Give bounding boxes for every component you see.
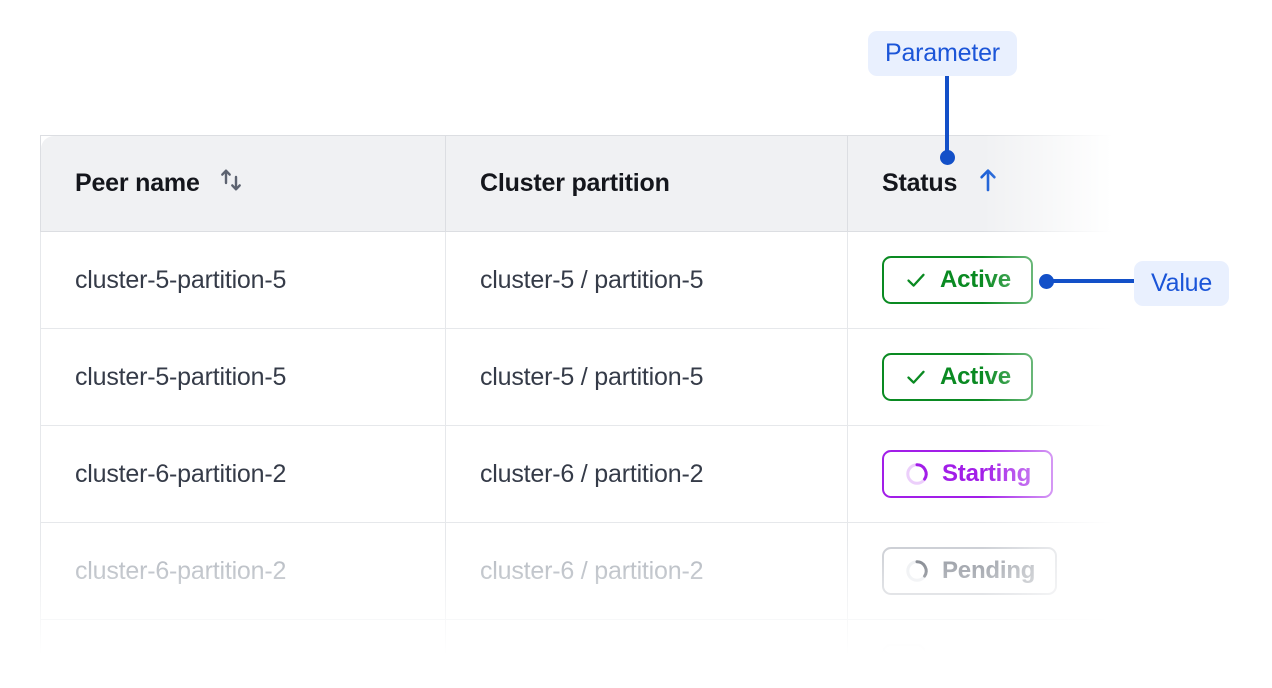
status-badge[interactable]: Active (882, 353, 1033, 401)
status-label: Active (940, 363, 1011, 390)
check-icon (904, 268, 928, 292)
cell-peer-name: cluster-6-partition-2 (40, 425, 446, 523)
cell-cluster-partition: cluster-6 / partition-2 (445, 425, 848, 523)
annotation-dot-parameter (940, 150, 955, 165)
column-header-cluster-partition[interactable]: Cluster partition (445, 135, 848, 232)
status-badge[interactable]: Pending (882, 547, 1058, 595)
cell-peer-name (40, 619, 446, 688)
cell-cluster-partition: cluster-6 / partition-2 (445, 522, 848, 620)
spinner-icon (904, 461, 930, 487)
column-header-peer-name[interactable]: Peer name (40, 135, 446, 232)
status-label: Starting (942, 460, 1032, 487)
sort-updown-icon[interactable] (216, 165, 246, 202)
table-row[interactable]: cluster-5-partition-5 cluster-5 / partit… (40, 231, 1192, 329)
cell-peer-name: cluster-5-partition-5 (40, 231, 446, 329)
annotation-connector-parameter (945, 72, 949, 157)
arrow-up-icon[interactable] (973, 165, 1003, 202)
status-label: Active (940, 266, 1011, 293)
status-badge[interactable]: Starting (882, 450, 1054, 498)
cell-cluster-partition: cluster-5 / partition-5 (445, 231, 848, 329)
cell-peer-name: cluster-5-partition-5 (40, 328, 446, 426)
cell-status: Active (847, 328, 1192, 426)
annotation-label-parameter: Parameter (868, 31, 1017, 76)
cell-cluster-partition (445, 619, 848, 688)
status-badge[interactable]: Active (882, 256, 1033, 304)
spinner-icon (904, 558, 930, 584)
column-header-label: Status (882, 169, 958, 197)
status-badge[interactable] (882, 644, 926, 688)
table-row[interactable]: cluster-5-partition-5 cluster-5 / partit… (40, 328, 1192, 426)
column-header-label: Cluster partition (480, 169, 670, 197)
cell-status (847, 619, 1192, 688)
cell-cluster-partition: cluster-5 / partition-5 (445, 328, 848, 426)
cell-peer-name: cluster-6-partition-2 (40, 522, 446, 620)
table-header: Peer name (40, 135, 1192, 232)
table-row[interactable]: cluster-6-partition-2 cluster-6 / partit… (40, 425, 1192, 523)
cell-status: Starting (847, 425, 1192, 523)
check-icon (904, 365, 928, 389)
cell-status: Pending (847, 522, 1192, 620)
table-row[interactable] (40, 619, 1192, 688)
table-header-row: Peer name (40, 135, 1192, 232)
peers-table-container: Peer name (40, 135, 1192, 688)
annotation-dot-value (1039, 274, 1054, 289)
annotation-connector-value (1046, 279, 1134, 283)
table-body: cluster-5-partition-5 cluster-5 / partit… (40, 231, 1192, 688)
status-label: Pending (942, 557, 1036, 584)
peers-table: Peer name (40, 135, 1192, 688)
column-header-status[interactable]: Status (847, 135, 1192, 232)
column-header-label: Peer name (75, 169, 200, 197)
table-row[interactable]: cluster-6-partition-2 cluster-6 / partit… (40, 522, 1192, 620)
annotation-label-value: Value (1134, 261, 1230, 306)
